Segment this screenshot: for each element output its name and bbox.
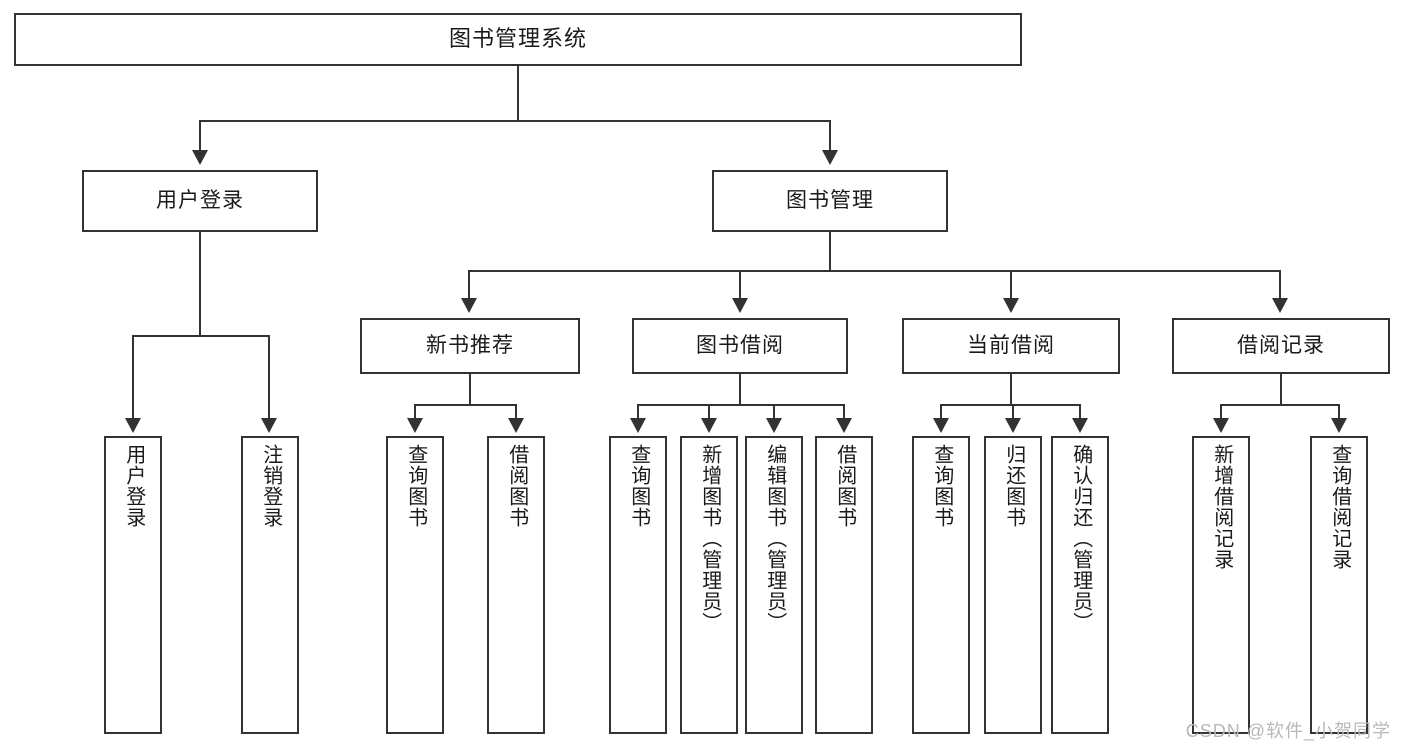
leaf-query-borrow-record[interactable]: 查询借阅记录: [1310, 436, 1368, 734]
arrowhead-bookmgmt-to-newbook: [461, 298, 477, 313]
node-label: 图书管理: [786, 189, 874, 213]
connector-borrow-stem: [739, 374, 741, 406]
connector-bookmgmt-branch-2: [739, 270, 741, 300]
arrowhead-newbook-leaf-1: [407, 418, 423, 433]
arrowhead-login-leaf-2: [261, 418, 277, 433]
leaf-borrow-book-newrec[interactable]: 借阅图书: [487, 436, 545, 734]
connector-borrow-branch-1: [637, 404, 639, 420]
connector-newbook-branch-2: [515, 404, 517, 420]
connector-bookmgmt-branch-4: [1279, 270, 1281, 300]
leaf-label: 查询借阅记录: [1328, 444, 1351, 570]
node-borrow-record[interactable]: 借阅记录: [1172, 318, 1390, 374]
leaf-label: 借阅图书: [833, 444, 856, 528]
connector-borrow-branch-3: [773, 404, 775, 420]
connector-record-branch-1: [1220, 404, 1222, 420]
connector-record-branch-2: [1338, 404, 1340, 420]
leaf-label: 新增借阅记录: [1210, 444, 1233, 570]
leaf-label: 借阅图书: [505, 444, 528, 528]
leaf-add-borrow-record[interactable]: 新增借阅记录: [1192, 436, 1250, 734]
connector-current-branch-1: [940, 404, 942, 420]
connector-current-branch-3: [1079, 404, 1081, 420]
connector-borrow-branch-4: [843, 404, 845, 420]
node-book-management[interactable]: 图书管理: [712, 170, 948, 232]
arrowhead-borrow-leaf-2: [701, 418, 717, 433]
arrowhead-borrow-leaf-1: [630, 418, 646, 433]
leaf-label: 查询图书: [627, 444, 650, 528]
connector-root-to-bookmgmt: [829, 120, 831, 152]
connector-root-stem: [517, 66, 519, 122]
node-label: 图书管理系统: [448, 26, 587, 52]
connector-record-bus: [1220, 404, 1339, 406]
connector-bookmgmt-bus: [468, 270, 1280, 272]
arrowhead-record-leaf-2: [1331, 418, 1347, 433]
leaf-label: 查询图书: [930, 444, 953, 528]
connector-current-branch-2: [1012, 404, 1014, 420]
node-label: 图书借阅: [696, 334, 784, 358]
arrowhead-borrow-leaf-3: [766, 418, 782, 433]
connector-login-branch-2: [268, 335, 270, 420]
node-book-borrow[interactable]: 图书借阅: [632, 318, 848, 374]
leaf-label: 查询图书: [404, 444, 427, 528]
leaf-confirm-return-admin[interactable]: 确认归还（管理员）: [1051, 436, 1109, 734]
node-new-book-recommend[interactable]: 新书推荐: [360, 318, 580, 374]
leaf-logout[interactable]: 注销登录: [241, 436, 299, 734]
arrowhead-root-to-bookmgmt: [822, 150, 838, 165]
arrowhead-root-to-login: [192, 150, 208, 165]
connector-current-bus: [940, 404, 1080, 406]
connector-record-stem: [1280, 374, 1282, 406]
connector-newbook-bus: [414, 404, 516, 406]
connector-root-to-login: [199, 120, 201, 152]
arrowhead-current-leaf-2: [1005, 418, 1021, 433]
arrowhead-current-leaf-3: [1072, 418, 1088, 433]
leaf-label: 确认归还（管理员）: [1069, 444, 1092, 633]
leaf-query-book-current[interactable]: 查询图书: [912, 436, 970, 734]
connector-login-bus: [132, 335, 268, 337]
arrowhead-newbook-leaf-2: [508, 418, 524, 433]
leaf-borrow-book[interactable]: 借阅图书: [815, 436, 873, 734]
node-user-login[interactable]: 用户登录: [82, 170, 318, 232]
connector-bookmgmt-stem: [829, 232, 831, 272]
leaf-add-book-admin[interactable]: 新增图书（管理员）: [680, 436, 738, 734]
leaf-user-login[interactable]: 用户登录: [104, 436, 162, 734]
arrowhead-bookmgmt-to-current: [1003, 298, 1019, 313]
connector-bookmgmt-branch-1: [468, 270, 470, 300]
leaf-edit-book-admin[interactable]: 编辑图书（管理员）: [745, 436, 803, 734]
arrowhead-login-leaf-1: [125, 418, 141, 433]
leaf-label: 编辑图书（管理员）: [763, 444, 786, 633]
node-label: 当前借阅: [967, 334, 1055, 358]
leaf-query-book-borrow[interactable]: 查询图书: [609, 436, 667, 734]
leaf-label: 注销登录: [259, 444, 282, 528]
connector-newbook-stem: [469, 374, 471, 406]
connector-borrow-bus: [637, 404, 844, 406]
connector-newbook-branch-1: [414, 404, 416, 420]
watermark: CSDN @软件_小贺同学: [1185, 721, 1391, 741]
connector-borrow-branch-2: [708, 404, 710, 420]
arrowhead-bookmgmt-to-record: [1272, 298, 1288, 313]
node-label: 用户登录: [156, 189, 244, 213]
node-current-borrow[interactable]: 当前借阅: [902, 318, 1120, 374]
arrowhead-borrow-leaf-4: [836, 418, 852, 433]
leaf-label: 归还图书: [1002, 444, 1025, 528]
arrowhead-record-leaf-1: [1213, 418, 1229, 433]
connector-login-branch-1: [132, 335, 134, 420]
connector-bookmgmt-branch-3: [1010, 270, 1012, 300]
node-root-system[interactable]: 图书管理系统: [14, 13, 1022, 66]
connector-login-stem: [199, 232, 201, 337]
node-label: 借阅记录: [1237, 334, 1325, 358]
leaf-label: 新增图书（管理员）: [698, 444, 721, 633]
node-label: 新书推荐: [426, 334, 514, 358]
connector-current-stem: [1010, 374, 1012, 406]
arrowhead-current-leaf-1: [933, 418, 949, 433]
arrowhead-bookmgmt-to-borrow: [732, 298, 748, 313]
connector-root-bus: [199, 120, 831, 122]
leaf-label: 用户登录: [122, 444, 145, 528]
leaf-query-book-newrec[interactable]: 查询图书: [386, 436, 444, 734]
leaf-return-book[interactable]: 归还图书: [984, 436, 1042, 734]
